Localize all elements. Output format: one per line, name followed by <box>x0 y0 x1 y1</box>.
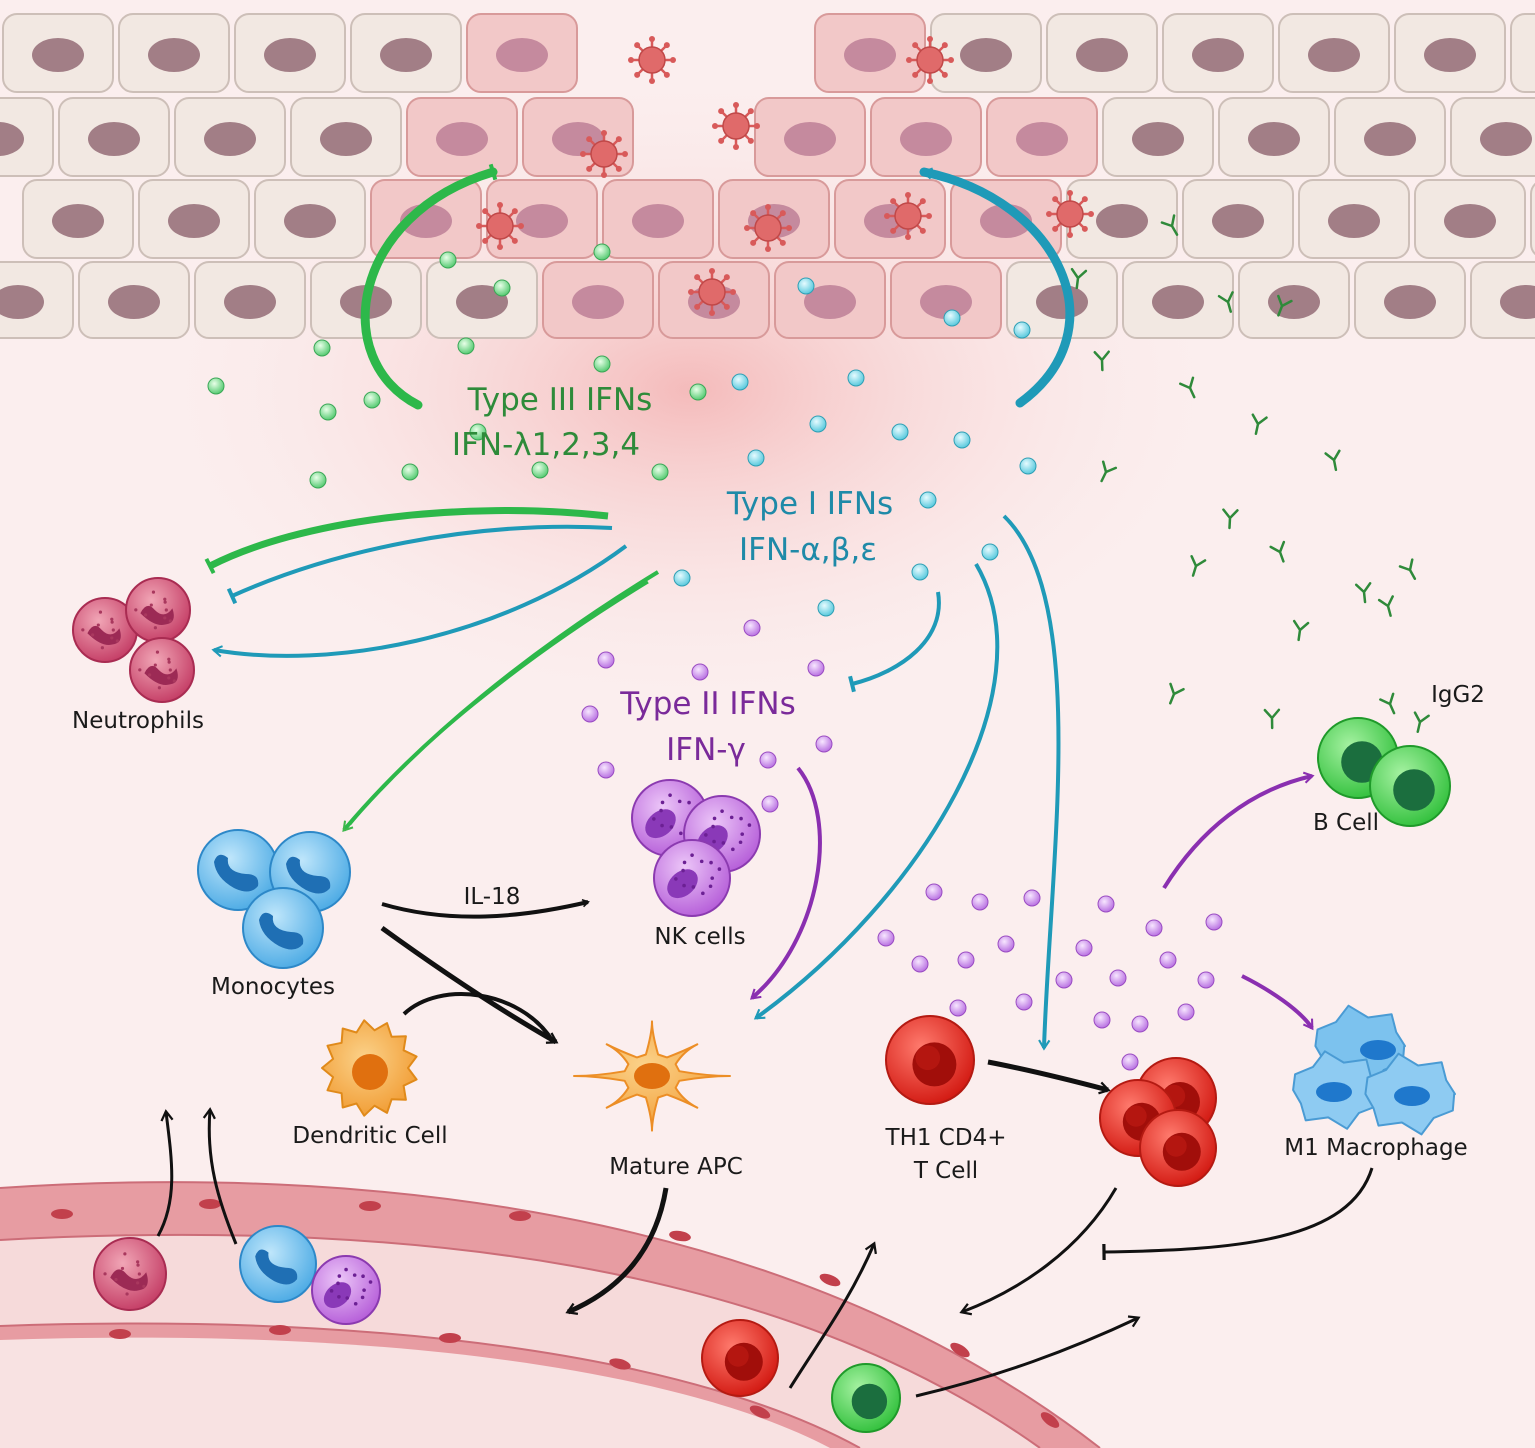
virus-icon <box>476 202 524 250</box>
epithelial-cell <box>1530 182 1535 256</box>
antibody-icon <box>1190 555 1207 577</box>
antibody-icon <box>1354 582 1372 604</box>
vessel-cells <box>93 1225 901 1433</box>
antibody-icon <box>1379 692 1396 715</box>
virus-icon <box>580 130 628 178</box>
type2-title: Type II IFNs <box>619 686 796 722</box>
antibody-icon <box>1160 214 1179 236</box>
epithelial-cell <box>1510 13 1535 93</box>
th1-label-line2: T Cell <box>913 1158 978 1184</box>
antibody-icon <box>1377 595 1394 617</box>
antibody-icon <box>1398 558 1417 580</box>
apc-to-vessel-arrow <box>565 1187 669 1315</box>
antibody-icon <box>1093 350 1110 372</box>
monocyte-recruit-arrows <box>342 570 660 833</box>
type3-subtitle: IFN-λ1,2,3,4 <box>452 427 640 463</box>
antibody-icon <box>1292 619 1310 642</box>
cytokine-particles <box>207 243 1223 1071</box>
igg2-label: IgG2 <box>1431 682 1485 708</box>
type1-subtitle: IFN-α,β,ε <box>739 532 877 568</box>
apc-activate-purple-arrow <box>749 766 822 1000</box>
tcell-activate-blue-arrow <box>1002 514 1061 1051</box>
mature-apc-label: Mature APC <box>609 1154 743 1180</box>
nk-cells-label: NK cells <box>654 924 745 950</box>
antibody-icon <box>1263 708 1281 730</box>
apc-icon <box>573 1020 731 1132</box>
type3-autocrine-arrow <box>360 163 498 410</box>
il18-arrow <box>381 898 590 919</box>
type1-autocrine-arrow <box>919 167 1075 408</box>
neutrophils-label: Neutrophils <box>72 708 204 734</box>
virus-icon <box>628 36 676 84</box>
vessel-exit-arrows <box>156 1107 1141 1398</box>
virus-icon <box>744 204 792 252</box>
virus-icon <box>1046 190 1094 238</box>
antibody-icon <box>1324 449 1341 472</box>
tcell-proliferation-arrow <box>987 1059 1111 1095</box>
type2-subtitle: IFN-γ <box>666 732 746 768</box>
antibody-icon <box>1222 508 1239 530</box>
virus-icon <box>906 36 954 84</box>
neutrophil-icon <box>72 577 195 703</box>
nk-cell-icon <box>631 779 761 917</box>
antibody-icon <box>1277 294 1293 317</box>
monocytes-label: Monocytes <box>211 974 335 1000</box>
antibody-cloud <box>1070 214 1430 733</box>
epithelial-layer <box>0 13 1535 339</box>
il18-label: IL-18 <box>464 884 521 910</box>
macrophage-inhibit-arrow <box>1102 1167 1374 1261</box>
dendritic-cell-icon <box>321 1019 418 1117</box>
neutrophil-inhibit-arrows <box>204 507 613 605</box>
apc-activate-blue-arrow <box>753 562 1000 1020</box>
tcell-to-vessel-arrow <box>959 1187 1118 1316</box>
m1-macrophage-label: M1 Macrophage <box>1284 1135 1467 1161</box>
virus-icon <box>884 192 932 240</box>
monocyte-to-apc-arrow <box>380 925 559 1045</box>
virus-icon <box>712 102 760 150</box>
antibody-icon <box>1179 376 1196 399</box>
virus-icon <box>688 268 736 316</box>
t-cell-icon <box>885 1015 1217 1187</box>
monocyte-icon <box>197 829 351 969</box>
b-cell-icon <box>1317 717 1451 827</box>
dendritic-cell-label: Dendritic Cell <box>292 1123 447 1149</box>
blood-vessel <box>0 1181 1101 1448</box>
th1-label-line1: TH1 CD4+ <box>885 1125 1007 1151</box>
antibody-icon <box>1169 682 1185 705</box>
antibody-icon <box>1269 540 1286 563</box>
antibody-icon <box>1217 291 1234 313</box>
antibody-icon <box>1100 460 1118 483</box>
bcell-purple-arrow <box>1162 771 1315 890</box>
epithelial-cell <box>0 97 54 177</box>
type1-title: Type I IFNs <box>726 486 893 522</box>
antibody-icon <box>1070 267 1088 290</box>
b-cell-label: B Cell <box>1313 810 1379 836</box>
macrophage-purple-arrow <box>1241 974 1314 1031</box>
nk-inhibit-arrow <box>848 591 941 693</box>
type3-title: Type III IFNs <box>467 382 653 418</box>
antibody-icon <box>1251 413 1268 436</box>
neutrophil-recruit-arrow <box>211 544 628 658</box>
antibody-icon <box>1413 711 1430 733</box>
dc-to-apc-arrow <box>402 992 554 1042</box>
macrophage-icon <box>1292 1004 1456 1136</box>
